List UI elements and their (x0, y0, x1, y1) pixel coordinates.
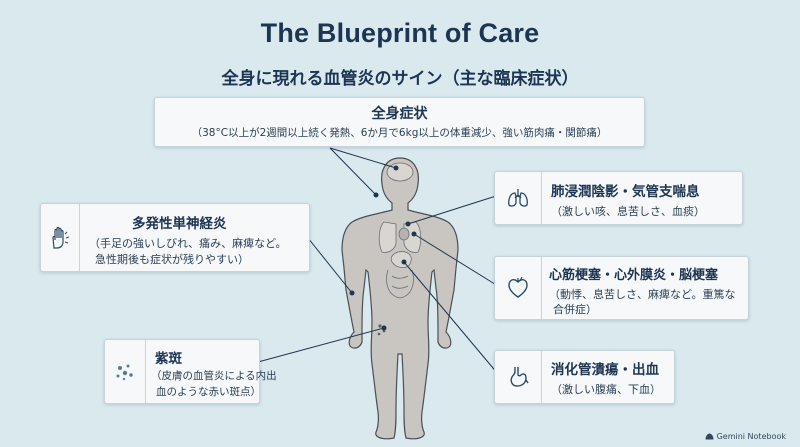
card-cardiovascular: 心筋梗塞・心外膜炎・脳梗塞 （動悸、息苦しさ、麻痺など。重篤な 合併症） (494, 256, 749, 320)
card-gastrointestinal: 消化管潰瘍・出血 （激しい腹痛、下血） (494, 350, 675, 404)
card-lung-title: 肺浸潤陰影・気管支喘息 (551, 184, 700, 200)
card-neuro-title: 多発性単神経炎 (132, 216, 227, 232)
card-heart-title: 心筋梗塞・心外膜炎・脳梗塞 (549, 268, 719, 283)
card-neuro-description-line1: （手足の強いしびれ、痛み、麻痺など。 (89, 237, 287, 250)
footer-brand: Gemini Notebook (705, 432, 786, 441)
card-gi-title: 消化管潰瘍・出血 (551, 362, 659, 378)
brand-logo-icon (705, 433, 714, 440)
brain-organ (386, 162, 414, 182)
lung-right-organ (403, 221, 422, 253)
card-lung-description: （激しい咳、息苦しさ、血痰） (551, 205, 705, 218)
footer-brand-text: Gemini Notebook (716, 432, 786, 441)
card-purpura-description-line2: 血のような赤い斑点） (156, 386, 261, 398)
card-purpura-description-line1: （皮膚の血管炎による内出 (151, 370, 277, 382)
page-subtitle: 全身に現れる血管炎のサイン（主な臨床症状） (221, 69, 579, 89)
card-systemic-description: （38°C以上が2週間以上続く発熱、6か月で6kg以上の体重減少、強い筋肉痛・関… (191, 127, 608, 139)
card-heart-description-line2: 合併症） (553, 303, 597, 316)
lung-left-organ (378, 221, 397, 253)
heart-organ (398, 227, 410, 241)
card-lung: 肺浸潤陰影・気管支喘息 （激しい咳、息苦しさ、血痰） (494, 171, 743, 225)
card-systemic-title: 全身症状 (371, 106, 428, 122)
stomach-organ (390, 251, 412, 268)
lungs-icon (495, 172, 542, 224)
card-neuro-description-line2: 急性期後も症状が残りやすい） (95, 253, 249, 266)
intestine-organ (386, 269, 414, 299)
card-purpura-title: 紫斑 (155, 351, 182, 367)
human-figure (341, 157, 459, 440)
hand-icon (41, 204, 80, 271)
card-neuropathy: 多発性単神経炎 （手足の強いしびれ、痛み、麻痺など。 急性期後も症状が残りやすい… (40, 203, 310, 272)
dots-icon (105, 340, 146, 403)
page-title: The Blueprint of Care (260, 18, 540, 48)
heart-icon (495, 257, 542, 319)
card-systemic-symptoms: 全身症状 （38°C以上が2週間以上続く発熱、6か月で6kg以上の体重減少、強い… (154, 97, 645, 147)
card-gi-description: （激しい腹痛、下血） (551, 383, 661, 396)
card-heart-description-line1: （動悸、息苦しさ、麻痺など。重篤な (549, 288, 736, 301)
card-purpura: 紫斑 （皮膚の血管炎による内出 血のような赤い斑点） (104, 339, 277, 404)
stomach-icon (495, 351, 542, 403)
